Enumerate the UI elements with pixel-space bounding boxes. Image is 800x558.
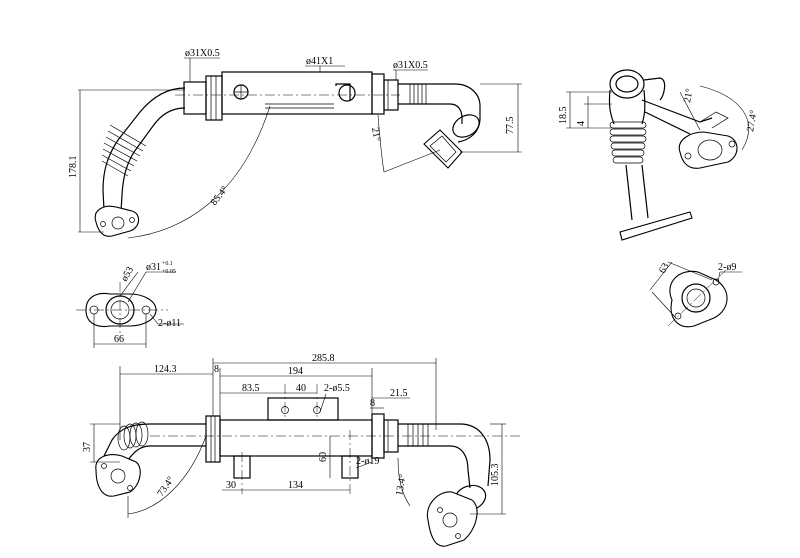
dim-18-5: 18.5 <box>558 107 569 125</box>
dim-285-8: 285.8 <box>312 353 335 364</box>
dim-134: 134 <box>288 480 303 491</box>
bellows-side <box>609 121 647 164</box>
dim-31-top-right: ø31X0.5 <box>393 60 428 71</box>
dim-21-5: 21.5 <box>390 388 408 399</box>
front-view: 124.3 8 285.8 194 83.5 40 2-ø5.5 21.5 8 … <box>82 353 520 547</box>
dim-63: 63 <box>657 261 672 275</box>
cooler-body-front <box>219 419 373 457</box>
flange-front-right <box>426 491 478 547</box>
dim-66: 66 <box>114 334 124 345</box>
dim-85-4: 85.4° <box>209 184 231 208</box>
dim-30: 30 <box>226 480 236 491</box>
dim-2-9: 2-ø9 <box>718 262 736 273</box>
bellows-right <box>409 84 427 104</box>
dim-73-4: 73.4° <box>155 475 176 499</box>
dim-31-tol: ø31 <box>146 262 161 273</box>
dim-194: 194 <box>288 366 303 377</box>
dim-40: 40 <box>296 383 306 394</box>
dim-105-3: 105.3 <box>490 464 501 487</box>
dim-60: 60 <box>318 452 329 462</box>
dim-8-right: 8 <box>370 398 375 409</box>
dim-8-left: 8 <box>214 364 219 375</box>
dim-4: 4 <box>576 121 587 126</box>
dim-37: 37 <box>82 442 93 452</box>
dim-2-11: 2-ø11 <box>158 318 181 329</box>
dim-2-19: 2-ø19 <box>356 456 379 467</box>
dim-tol-minus: +0.05 <box>162 269 176 275</box>
dim-2-5-5: 2-ø5.5 <box>324 383 350 394</box>
dim-41: ø41X1 <box>306 56 333 67</box>
bellows-front-left <box>117 421 149 451</box>
mount-bracket <box>267 397 339 421</box>
dim-124-3: 124.3 <box>154 364 177 375</box>
flange-side-bottom <box>619 211 693 241</box>
side-view: 18.5 4 21° 27.4° <box>558 69 760 241</box>
dim-178: 178.1 <box>68 156 79 179</box>
dim-27-4: 27.4° <box>745 109 760 132</box>
flange-detail-right: 63 2-ø9 <box>649 261 742 328</box>
dim-13-4: 13.4° <box>394 473 409 496</box>
dim-21-top: 21° <box>369 127 382 143</box>
flange-side-right <box>678 131 738 169</box>
dim-tol-plus: +0.1 <box>162 261 173 267</box>
dim-53: ø53 <box>119 265 136 283</box>
bellows-front-right <box>407 424 429 446</box>
top-view: 178.1 85.4° ø31X0.5 ø41X1 ø31X0.5 21° 77… <box>68 48 522 239</box>
dim-83-5: 83.5 <box>242 383 260 394</box>
flange-left <box>94 205 140 237</box>
flange-detail-left: 66 2-ø11 ø53 ø31 +0.1 +0.05 <box>76 261 184 348</box>
dim-21-side: 21° <box>682 88 695 104</box>
dim-31-top-left: ø31X0.5 <box>185 48 220 59</box>
bellows-left <box>101 124 147 177</box>
flange-front-left <box>95 453 141 497</box>
dim-77-5: 77.5 <box>505 117 516 135</box>
